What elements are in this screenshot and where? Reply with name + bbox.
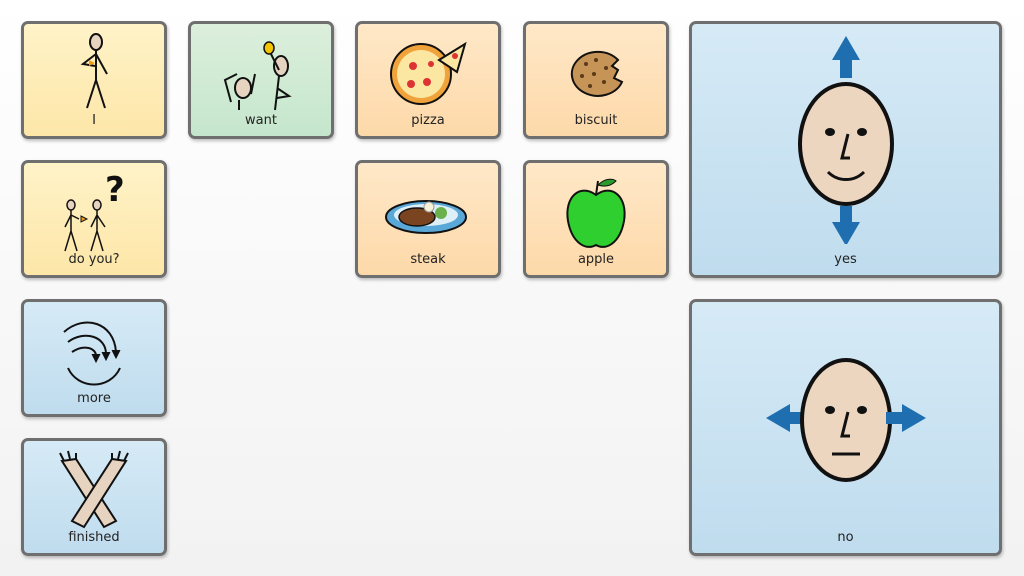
tile-label: more <box>77 391 111 406</box>
tile-more[interactable]: more <box>21 299 167 417</box>
tile-label: do you? <box>68 252 120 267</box>
person-pointing-self-icon <box>80 33 108 109</box>
tile-no[interactable]: no <box>689 299 1002 556</box>
svg-text:?: ? <box>105 170 125 210</box>
tile-label: apple <box>577 252 615 267</box>
do-you-icon: ? <box>64 170 125 252</box>
crossed-arms-icon <box>59 450 129 529</box>
pizza-icon <box>390 41 467 105</box>
tile-label: finished <box>68 530 120 545</box>
tile-want[interactable]: want <box>188 21 334 139</box>
steak-icon <box>385 200 467 234</box>
tile-finished[interactable]: finished <box>21 438 167 556</box>
nodding-face-icon <box>797 36 894 244</box>
tile-steak[interactable]: steak <box>355 160 501 278</box>
tile-pizza[interactable]: pizza <box>355 21 501 139</box>
want-icon <box>223 41 292 111</box>
tile-apple[interactable]: apple <box>523 160 669 278</box>
tile-label: no <box>837 530 854 545</box>
apple-icon <box>566 178 626 248</box>
tile-label: pizza <box>411 113 445 128</box>
tile-biscuit[interactable]: biscuit <box>523 21 669 139</box>
biscuit-icon <box>570 50 624 97</box>
tile-yes[interactable]: yes <box>689 21 1002 278</box>
more-arrows-icon <box>63 321 121 386</box>
tile-label: yes <box>834 252 857 267</box>
tile-label: biscuit <box>574 113 618 128</box>
tile-label: I <box>92 113 96 128</box>
shaking-head-face-icon <box>765 358 926 482</box>
tile-label: want <box>245 113 277 128</box>
tile-do-you[interactable]: ? do you? <box>21 160 167 278</box>
tile-i[interactable]: I <box>21 21 167 139</box>
tile-label: steak <box>410 252 446 267</box>
